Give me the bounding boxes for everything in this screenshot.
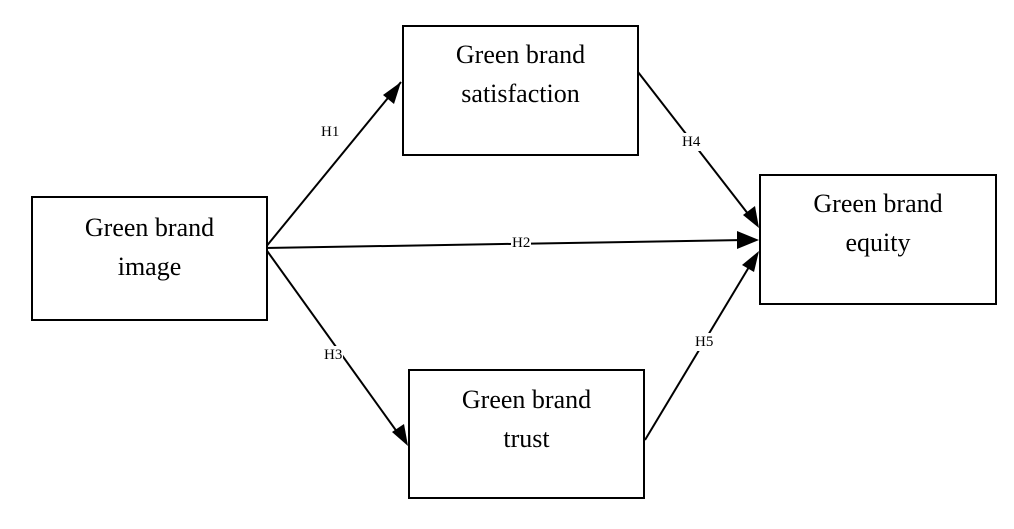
node-equity-line2: equity [845,228,911,257]
arrowhead-h2 [737,231,759,249]
arrow-h5 [644,261,753,441]
node-green-brand-equity: Green brand equity [759,174,997,305]
hypothesis-label-h2: H2 [511,234,532,252]
arrowhead-h5 [742,251,759,272]
hypothesis-label-h1: H1 [320,123,341,141]
arrow-h3 [264,247,401,437]
node-green-brand-satisfaction: Green brand satisfaction [402,25,639,156]
hypothesis-label-h3: H3 [323,346,344,364]
arrow-h2 [264,239,746,249]
hypothesis-label-h4: H4 [681,133,702,151]
node-trust-line1: Green brand [461,385,592,414]
node-green-brand-trust: Green brand trust [408,369,645,499]
node-image-line1: Green brand [84,213,215,242]
node-satisfaction-line1: Green brand [455,40,586,69]
arrowhead-h4 [743,206,759,228]
node-image-line2: image [117,252,182,281]
arrowhead-h3 [392,424,408,446]
node-satisfaction-line2: satisfaction [461,79,580,108]
arrow-h1 [264,81,402,249]
node-green-brand-image: Green brand image [31,196,268,321]
hypothesis-label-h5: H5 [694,333,715,351]
arrowhead-h1 [383,82,401,104]
node-equity-line1: Green brand [813,189,943,218]
node-trust-line2: trust [503,424,550,453]
